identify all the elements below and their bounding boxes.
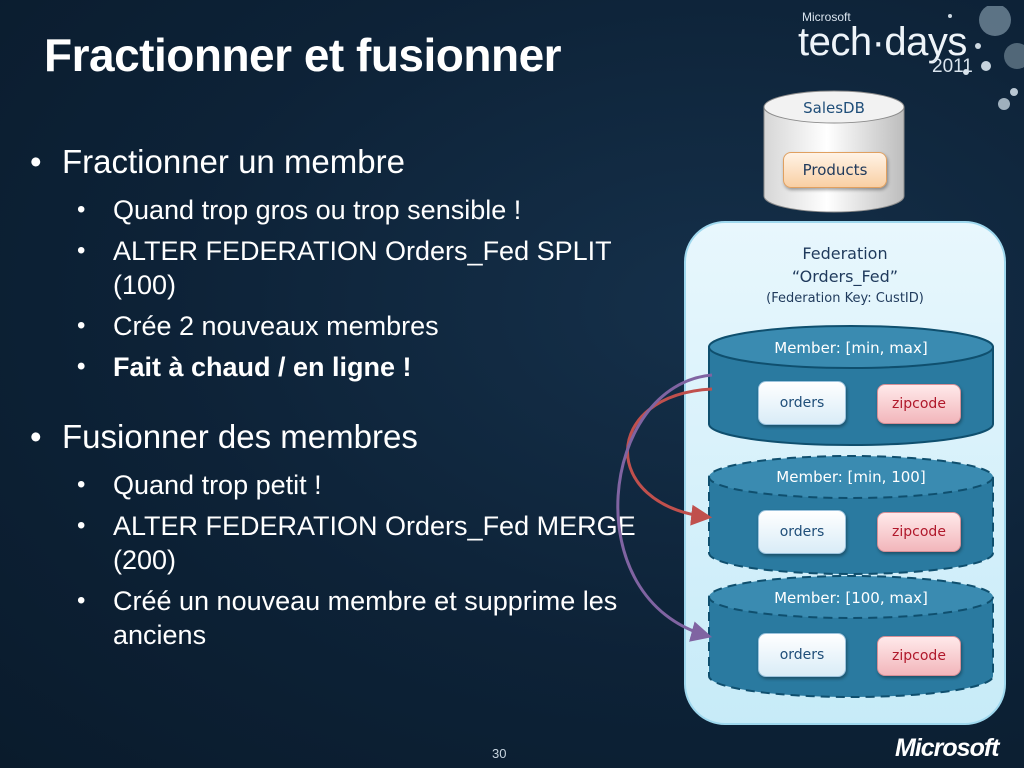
bullet-dot-icon: • bbox=[30, 418, 42, 455]
federation-title: Federation bbox=[802, 244, 888, 263]
orders-table-3: orders bbox=[758, 633, 846, 677]
bullet-text: Quand trop gros ou trop sensible ! bbox=[113, 195, 522, 225]
bullet-dot-icon: • bbox=[30, 143, 42, 180]
bullet-text: ALTER FEDERATION Orders_Fed SPLIT (100) bbox=[113, 236, 612, 300]
logo-brand: Microsoft bbox=[802, 10, 851, 24]
sub-bullet: • Quand trop gros ou trop sensible ! bbox=[30, 193, 670, 227]
products-table: Products bbox=[783, 152, 887, 188]
sub-bullet: • ALTER FEDERATION Orders_Fed MERGE (200… bbox=[30, 509, 670, 577]
logo-bubbles bbox=[948, 6, 1024, 110]
bullet-split-heading: • Fractionner un membre bbox=[30, 143, 670, 181]
bullet-text: Fusionner des membres bbox=[62, 418, 418, 455]
sub-bullet: • Fait à chaud / en ligne ! bbox=[30, 350, 670, 384]
salesdb-label: SalesDB bbox=[803, 99, 865, 117]
zipcode-table-3: zipcode bbox=[877, 636, 961, 676]
bullet-text: Fait à chaud / en ligne ! bbox=[113, 352, 412, 382]
page-number: 30 bbox=[492, 746, 507, 761]
bullet-dot-icon: • bbox=[77, 196, 86, 223]
bullet-list: • Fractionner un membre • Quand trop gro… bbox=[30, 143, 670, 659]
member-label-2: Member: [min, 100] bbox=[776, 468, 926, 486]
bullet-text: ALTER FEDERATION Orders_Fed MERGE (200) bbox=[113, 511, 636, 575]
orders-table-1: orders bbox=[758, 381, 846, 425]
bullet-text: Crée 2 nouveaux membres bbox=[113, 311, 439, 341]
bullet-merge-heading: • Fusionner des membres bbox=[30, 418, 670, 456]
bullet-text: Quand trop petit ! bbox=[113, 470, 322, 500]
bullet-dot-icon: • bbox=[77, 587, 86, 614]
zipcode-table-1: zipcode bbox=[877, 384, 961, 424]
sub-bullet: • ALTER FEDERATION Orders_Fed SPLIT (100… bbox=[30, 234, 670, 302]
bullet-dot-icon: • bbox=[77, 353, 86, 380]
member-label-3: Member: [100, max] bbox=[774, 589, 928, 607]
bullet-text: Fractionner un membre bbox=[62, 143, 405, 180]
sub-bullet: • Quand trop petit ! bbox=[30, 468, 670, 502]
bullet-dot-icon: • bbox=[77, 312, 86, 339]
bullet-text: Créé un nouveau membre et supprime les a… bbox=[113, 586, 618, 650]
page-title: Fractionner et fusionner bbox=[44, 29, 562, 81]
merge-arrow bbox=[616, 373, 713, 642]
bullet-dot-icon: • bbox=[77, 237, 86, 264]
sub-bullet: • Crée 2 nouveaux membres bbox=[30, 309, 670, 343]
federation-key: (Federation Key: CustID) bbox=[766, 291, 924, 306]
federation-name: “Orders_Fed” bbox=[791, 267, 899, 286]
orders-table-2: orders bbox=[758, 510, 846, 554]
microsoft-logo: Microsoft bbox=[895, 734, 999, 762]
techdays-logo: Microsoft tech·days 2011 bbox=[790, 6, 1024, 126]
bullet-dot-icon: • bbox=[77, 512, 86, 539]
logo-year: 2011 bbox=[932, 56, 973, 77]
logo-wordmark: tech·days bbox=[798, 20, 967, 64]
zipcode-table-2: zipcode bbox=[877, 512, 961, 552]
member-label-1: Member: [min, max] bbox=[774, 339, 928, 357]
sub-bullet: • Créé un nouveau membre et supprime les… bbox=[30, 584, 670, 652]
bullet-dot-icon: • bbox=[77, 471, 86, 498]
